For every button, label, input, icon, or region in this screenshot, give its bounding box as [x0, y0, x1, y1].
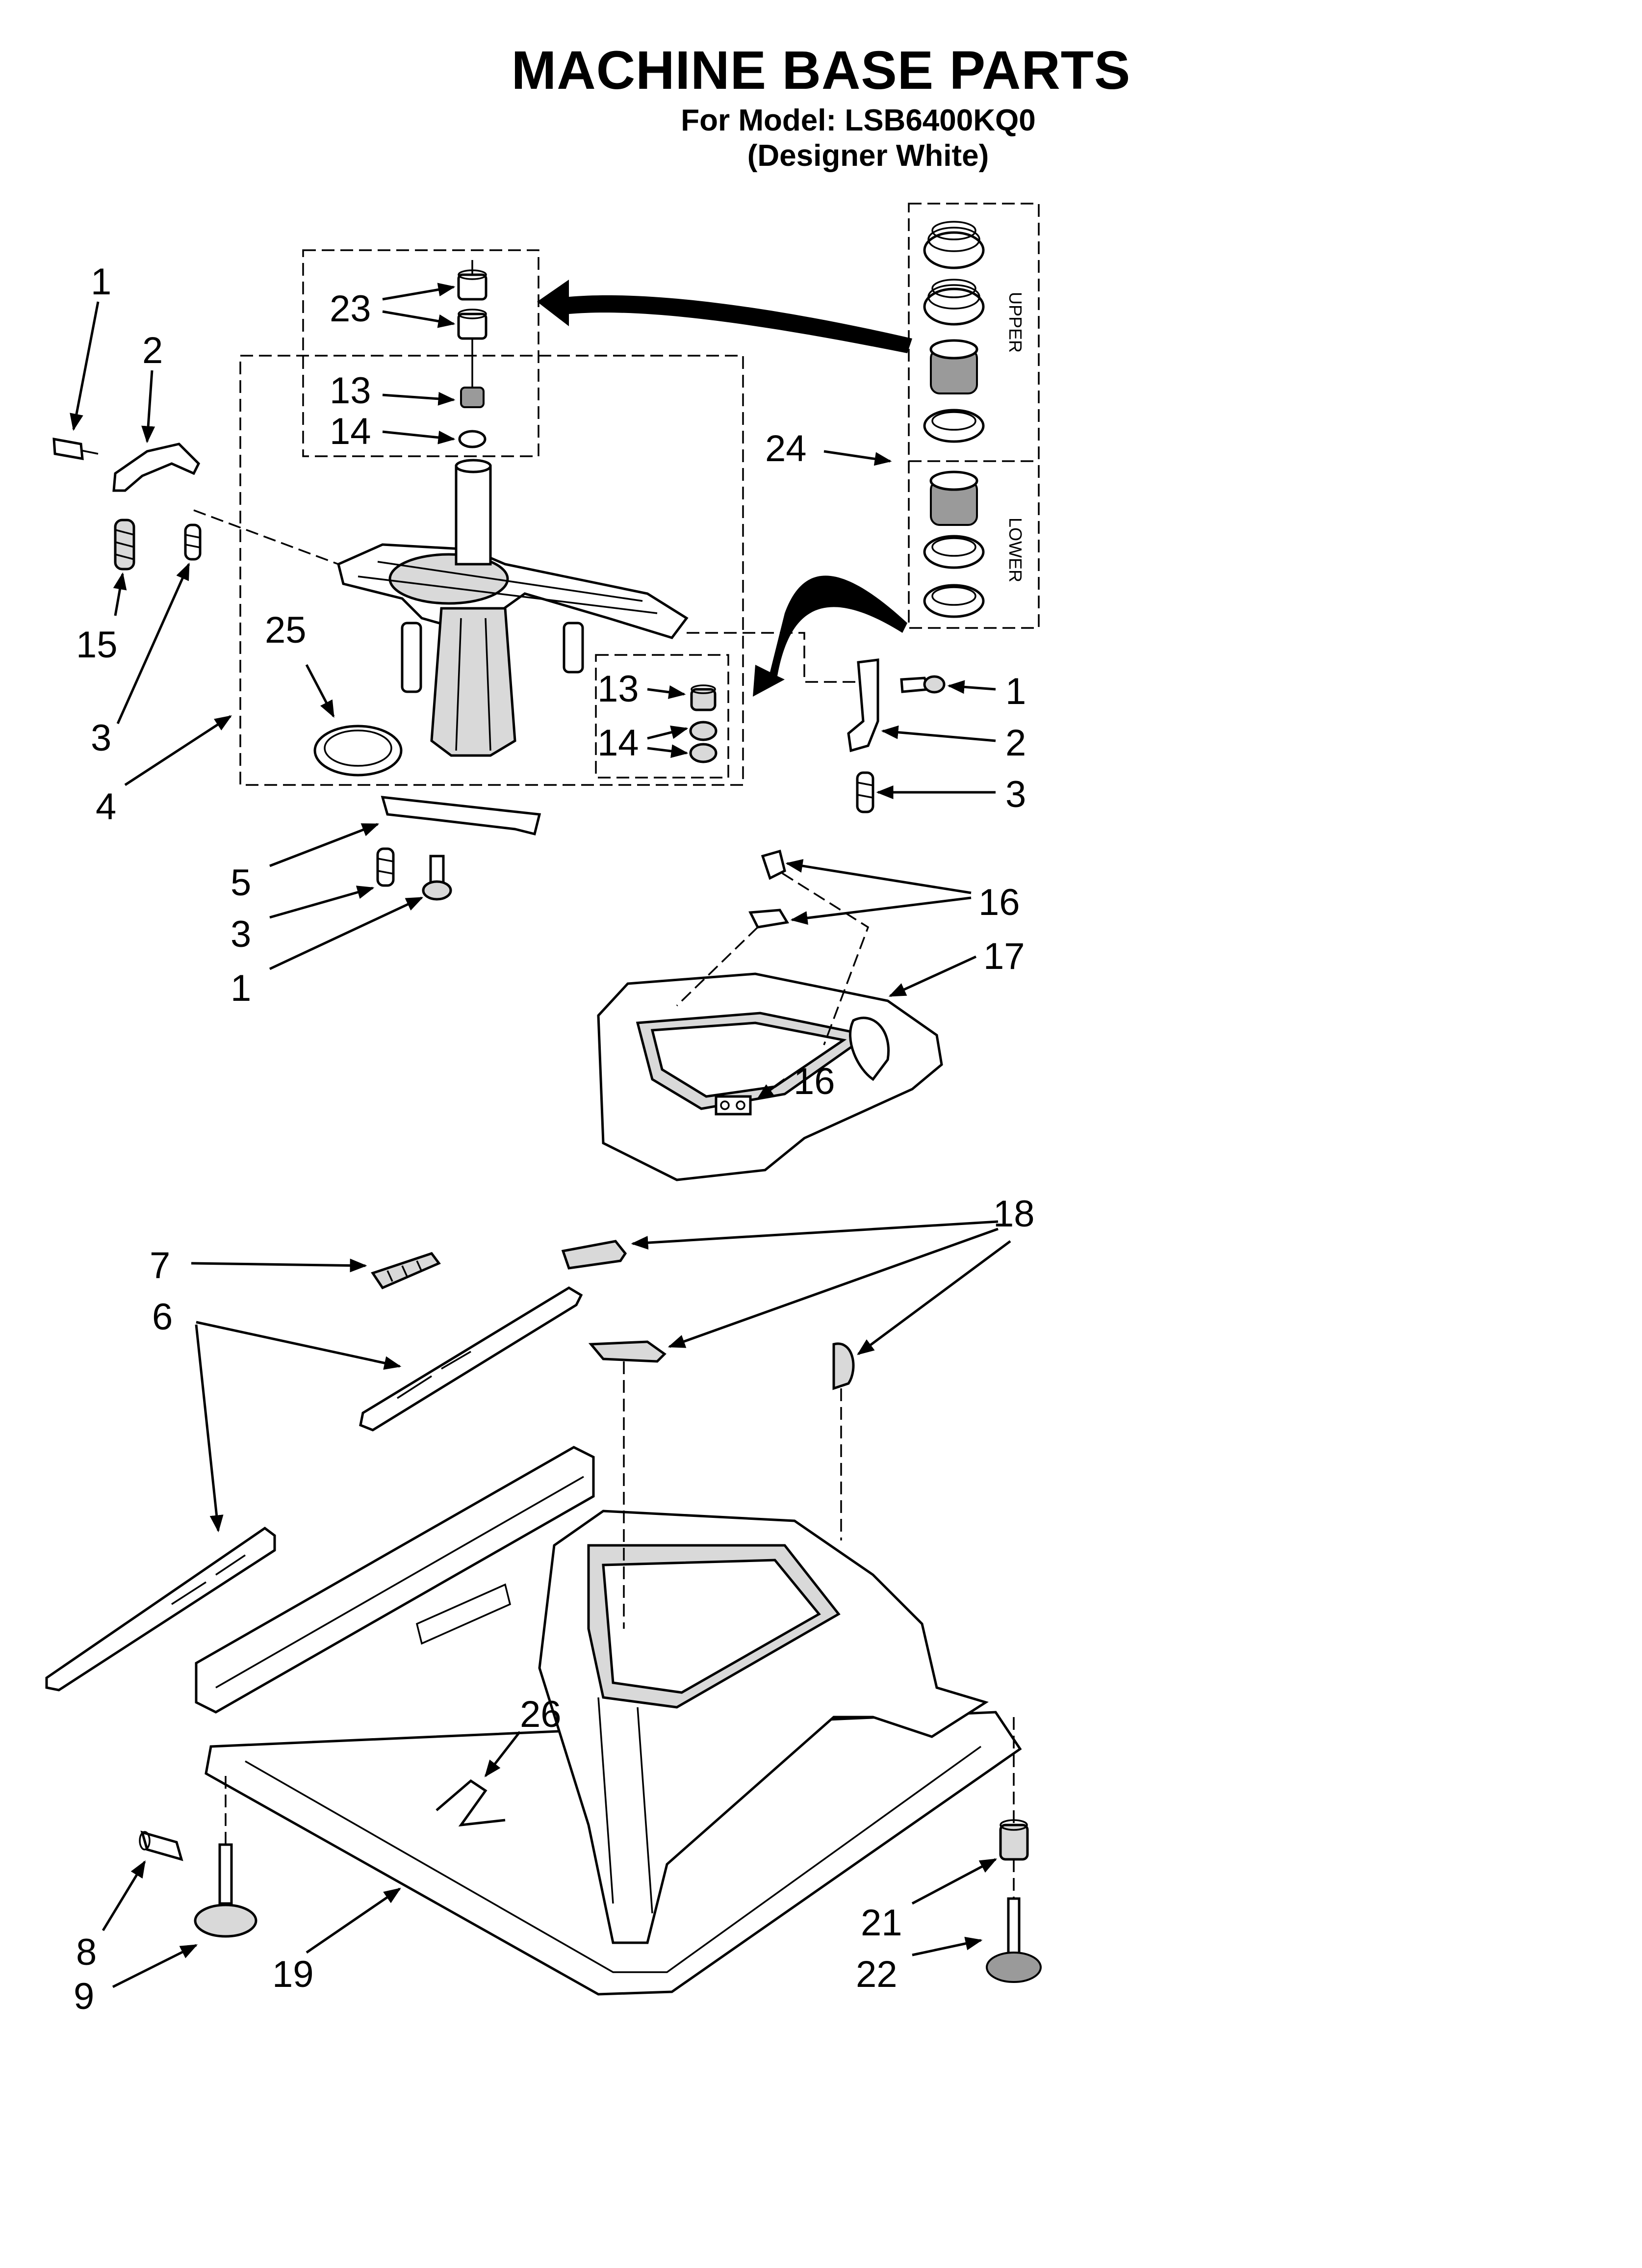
callout-19: 19: [272, 1954, 314, 1995]
callout-5: 5: [231, 862, 251, 904]
callout-16-lower: 16: [794, 1061, 835, 1102]
gearcase-assembly: [337, 459, 689, 757]
pad-16-lower: [715, 1095, 752, 1116]
callout-1-upper-left: 1: [91, 261, 111, 303]
upper-washer-14: [458, 430, 487, 448]
spring-3-left: [184, 523, 202, 561]
callout-16-upper: 16: [978, 882, 1020, 923]
callout-6: 6: [152, 1296, 173, 1338]
callout-7: 7: [150, 1245, 170, 1286]
callout-9: 9: [74, 1976, 94, 2017]
leg-9: [194, 1843, 257, 1938]
upper-label: UPPER: [1005, 292, 1026, 353]
callout-14-lower: 14: [597, 722, 639, 764]
callout-4: 4: [96, 786, 116, 828]
kit-to-lower-arrow: [753, 575, 907, 697]
bearing-kit-24: UPPER LOWER: [923, 221, 1026, 618]
callout-15: 15: [76, 624, 118, 666]
lower-washers-14: [689, 721, 718, 763]
left-bolt-1: [52, 437, 99, 461]
page-title: MACHINE BASE PARTS: [511, 40, 1131, 101]
seal-ring-25: [313, 725, 403, 777]
callout-17: 17: [983, 936, 1025, 977]
kit-to-upper-arrow: [537, 280, 912, 353]
pad-16-top: [761, 849, 786, 880]
callout-26: 26: [520, 1694, 562, 1735]
bearing-kit-box: [908, 203, 1040, 629]
callout-1-right: 1: [1005, 671, 1026, 712]
leveling-leg-21: [999, 1819, 1029, 1861]
tub-support-17: [597, 972, 943, 1181]
glide-18-a: [561, 1240, 627, 1270]
callout-3-right: 3: [1005, 774, 1026, 815]
model-number: For Model: LSB6400KQ0: [681, 104, 1036, 137]
model-finish: (Designer White): [747, 139, 989, 173]
callout-2-upper-left: 2: [142, 330, 163, 371]
front-bracket-5: [381, 796, 541, 836]
callout-3-front: 3: [231, 913, 251, 955]
leader-lines: [70, 283, 1011, 1988]
glide-18-b: [588, 1340, 667, 1363]
spring-3-right: [856, 771, 874, 813]
front-bolt-1: [422, 855, 452, 901]
callout-14-upper: 14: [330, 411, 371, 452]
callout-8: 8: [76, 1931, 97, 1973]
callout-24: 24: [765, 428, 807, 469]
glide-18-c: [832, 1342, 855, 1390]
clip-26: [436, 1779, 506, 1827]
callout-3-upper-left: 3: [91, 717, 111, 759]
lower-bushing-box: [595, 654, 729, 779]
spring-7: [371, 1252, 441, 1290]
right-bolt-1: [900, 675, 946, 694]
left-bracket-2: [112, 443, 201, 492]
brace-6-upper: [359, 1286, 583, 1432]
leveling-screw-22: [986, 1897, 1042, 1983]
callout-18: 18: [993, 1193, 1035, 1235]
callout-25: 25: [265, 609, 307, 651]
spring-3-front: [376, 847, 395, 887]
upper-bearing-set: [923, 221, 985, 443]
lower-label: LOWER: [1005, 518, 1026, 582]
hub-parts-box: [302, 249, 539, 457]
callout-13-upper: 13: [330, 370, 371, 412]
gearcase-group-box: [239, 355, 744, 786]
spring-15: [114, 519, 135, 571]
callout-23: 23: [330, 288, 371, 330]
lower-bushing-13: [690, 684, 717, 711]
cap-8: [139, 1830, 183, 1861]
hub-nuts-23: [457, 269, 487, 340]
upper-bushing-13: [460, 387, 485, 408]
right-bracket-2: [847, 658, 879, 753]
callout-21: 21: [861, 1902, 902, 1944]
callout-22: 22: [856, 1954, 898, 1995]
lower-bearing-set: [923, 470, 985, 618]
callout-1-front: 1: [231, 967, 251, 1009]
callout-13-lower: 13: [597, 668, 639, 710]
pad-16-middle: [748, 909, 790, 929]
brace-6-lower: [45, 1526, 276, 1692]
callout-2-right: 2: [1005, 722, 1026, 764]
callout-numbers: 1 2 23 13 14 24 15 3 25 4 13 14 1 2 3 5 …: [74, 261, 1035, 2017]
machine-base-19: [195, 1446, 1022, 1996]
